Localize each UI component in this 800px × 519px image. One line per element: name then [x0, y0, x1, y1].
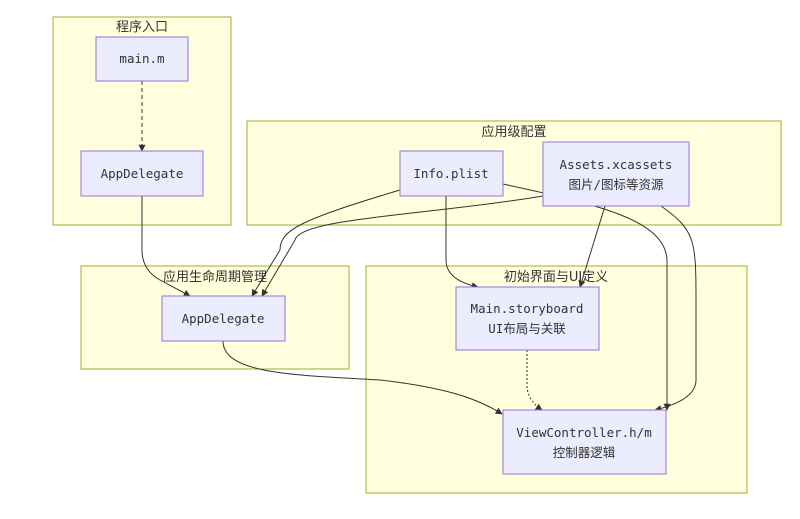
cluster-config-title: 应用级配置 [481, 124, 546, 140]
edge-storyboard-to-viewcontroller [526, 350, 543, 411]
node-assets: Assets.xcassets 图片/图标等资源 [542, 141, 690, 207]
edge-infoplist-to-viewcontroller [502, 183, 671, 411]
edge-appdelegate-entry-to-lifecycle [141, 196, 191, 297]
node-main-storyboard: Main.storyboard UI布局与关联 [455, 286, 600, 351]
edge-infoplist-to-appdelegate [251, 189, 401, 297]
node-appdelegate-entry-label: AppDelegate [101, 166, 184, 181]
node-viewcontroller: ViewController.h/m 控制器逻辑 [502, 409, 667, 475]
node-main-m-label: main.m [119, 51, 164, 66]
node-appdelegate-entry: AppDelegate [80, 150, 204, 197]
node-appdelegate-lifecycle-label: AppDelegate [182, 311, 265, 326]
node-main-storyboard-label-2: UI布局与关联 [488, 321, 566, 336]
edge-assets-to-appdelegate [261, 195, 544, 297]
edge-assets-to-viewcontroller [654, 205, 697, 412]
edge-infoplist-to-storyboard [445, 196, 479, 290]
cluster-config: 应用级配置 [246, 120, 782, 226]
node-main-storyboard-label-1: Main.storyboard [471, 301, 584, 316]
edge-assets-to-storyboard [578, 205, 606, 288]
node-viewcontroller-label-2: 控制器逻辑 [553, 445, 616, 460]
cluster-entry-title: 程序入口 [116, 20, 168, 35]
node-appdelegate-lifecycle: AppDelegate [161, 295, 286, 342]
node-assets-label-1: Assets.xcassets [560, 157, 673, 172]
edge-appdelegate-to-viewcontroller [222, 340, 503, 415]
cluster-ui-title: 初始界面与UI定义 [504, 270, 608, 285]
cluster-lifecycle-title: 应用生命周期管理 [163, 269, 267, 285]
edges [138, 81, 697, 415]
node-assets-label-2: 图片/图标等资源 [568, 177, 664, 192]
node-main-m: main.m [95, 36, 189, 82]
node-info-plist: Info.plist [399, 150, 504, 197]
node-viewcontroller-label-1: ViewController.h/m [516, 425, 651, 440]
node-info-plist-label: Info.plist [413, 166, 488, 181]
